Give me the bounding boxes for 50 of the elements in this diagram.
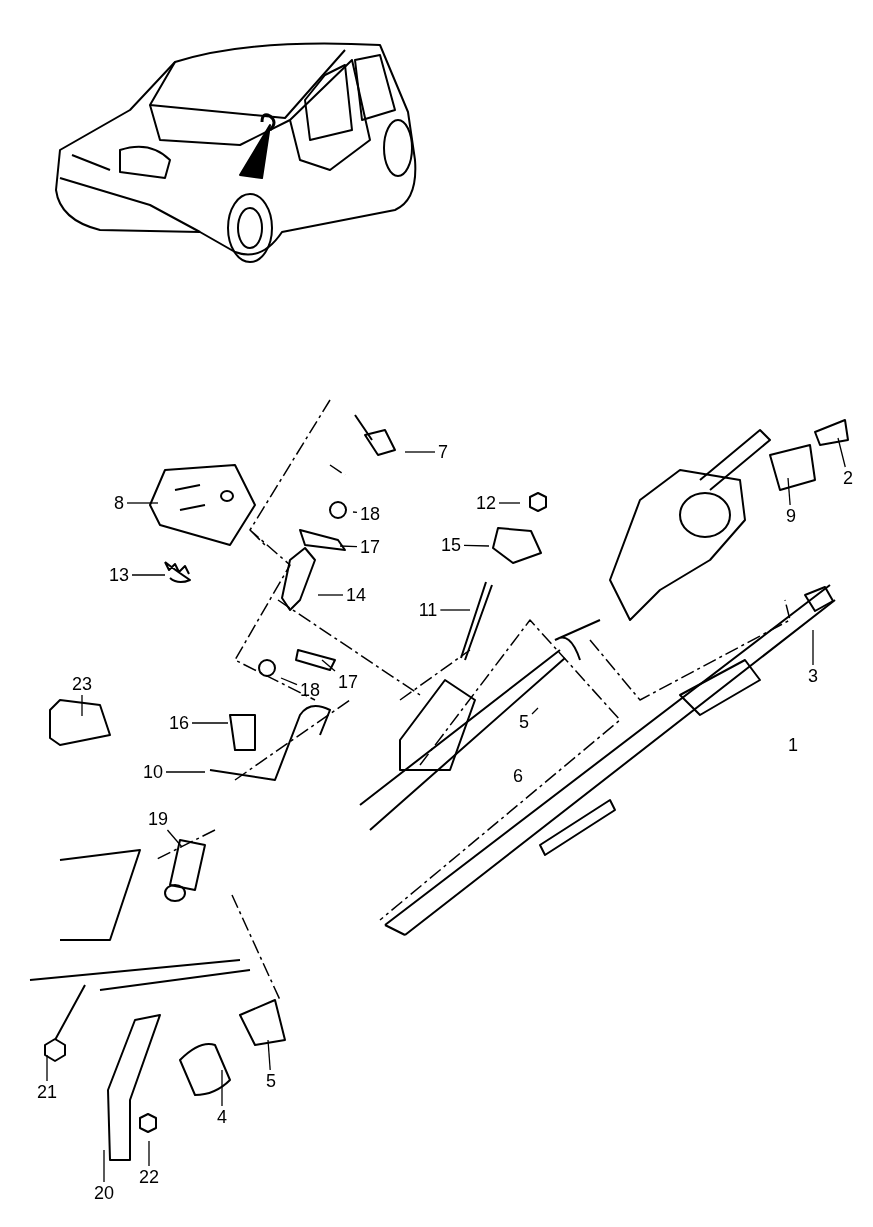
callout-number: 18 bbox=[299, 680, 321, 700]
callout-number: 22 bbox=[138, 1167, 160, 1187]
callout-number: 2 bbox=[842, 468, 854, 488]
leader-line bbox=[498, 502, 521, 504]
callout-number: 4 bbox=[216, 1107, 228, 1127]
callout-number: 20 bbox=[93, 1183, 115, 1203]
leader-line bbox=[404, 451, 436, 453]
callout-number: 21 bbox=[36, 1082, 58, 1102]
callout-number: 14 bbox=[345, 585, 367, 605]
leader-line bbox=[339, 545, 358, 548]
callout-number: 5 bbox=[265, 1071, 277, 1091]
leader-line bbox=[321, 659, 336, 672]
leader-line bbox=[812, 629, 814, 666]
callout-number: 17 bbox=[359, 537, 381, 557]
callout-number: 10 bbox=[142, 762, 164, 782]
callout-number: 16 bbox=[168, 713, 190, 733]
leader-line bbox=[463, 544, 490, 547]
leader-line bbox=[126, 502, 159, 504]
callout-number: 5 bbox=[518, 712, 530, 732]
leader-line bbox=[46, 1054, 48, 1082]
leader-line bbox=[531, 707, 539, 715]
leader-line bbox=[165, 771, 206, 773]
callout-number: 18 bbox=[359, 504, 381, 524]
callout-number: 17 bbox=[337, 672, 359, 692]
callout-number: 15 bbox=[440, 535, 462, 555]
callout-number: 8 bbox=[113, 493, 125, 513]
callout-number: 3 bbox=[807, 666, 819, 686]
leader-line bbox=[280, 677, 298, 686]
leader-line bbox=[267, 1039, 271, 1071]
callout-number: 9 bbox=[785, 506, 797, 526]
leader-line bbox=[221, 1069, 223, 1107]
leader-line bbox=[131, 574, 166, 576]
callout-number: 11 bbox=[417, 600, 439, 620]
callout-number: 6 bbox=[512, 766, 524, 786]
leader-line bbox=[148, 1140, 150, 1167]
callout-number: 12 bbox=[475, 493, 497, 513]
leader-line bbox=[191, 722, 229, 724]
callout-number: 23 bbox=[71, 674, 93, 694]
leader-line bbox=[837, 437, 846, 468]
leader-line bbox=[317, 594, 344, 596]
leader-line bbox=[352, 511, 358, 514]
callout-number: 13 bbox=[108, 565, 130, 585]
leader-line bbox=[787, 477, 791, 506]
callout-number: 19 bbox=[147, 809, 169, 829]
leader-line bbox=[81, 694, 83, 717]
callout-number: 1 bbox=[787, 735, 799, 755]
leader-line bbox=[103, 1149, 105, 1183]
leader-line bbox=[439, 609, 471, 611]
leader-line bbox=[166, 829, 183, 848]
callout-number: 7 bbox=[437, 442, 449, 462]
